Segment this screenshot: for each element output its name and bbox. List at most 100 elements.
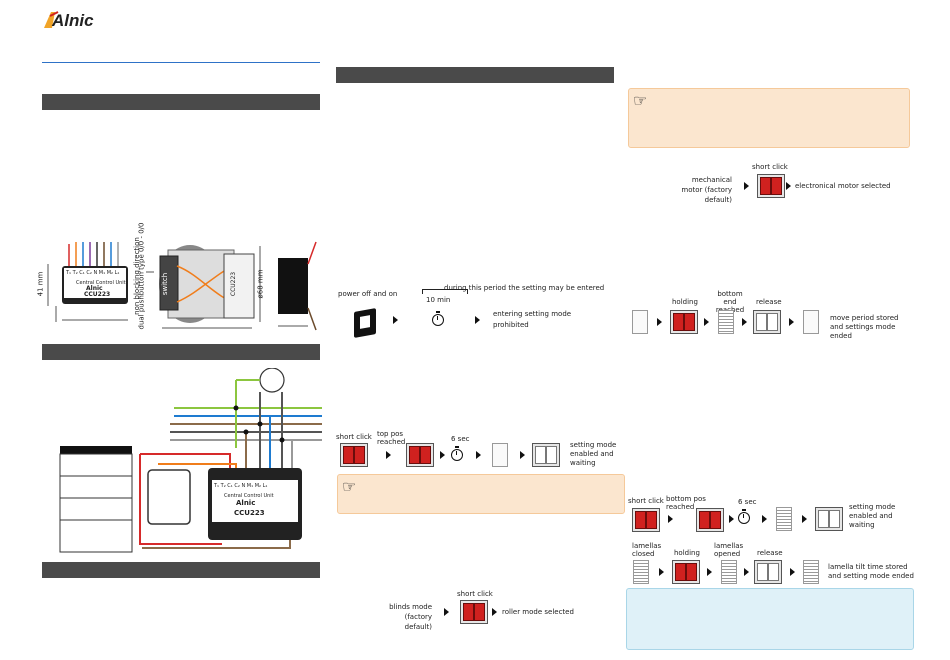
flow-arrow-icon <box>789 318 794 326</box>
flow-arrow-icon <box>386 451 391 459</box>
dimension-height: 41 mm <box>36 271 45 297</box>
entering-label: entering setting mode prohibited <box>493 310 572 329</box>
flow-arrow-icon <box>786 182 791 190</box>
blue-rule <box>42 62 320 63</box>
seq1-result: setting mode enabled and waiting <box>570 441 617 467</box>
dimension-diameter: ø68 mm <box>256 269 265 299</box>
seq2-six-sec: 6 sec <box>738 498 757 506</box>
blind-closed-icon <box>718 310 734 334</box>
flow-arrow-icon <box>657 318 662 326</box>
blind-moving-icon <box>492 443 508 467</box>
side-model-label: CCU223 <box>230 271 238 297</box>
wiring-marker: L <box>290 527 293 533</box>
device-terminals: T₁ T₂ C₁ C₂ N M₁ M₂ L₁ <box>66 270 120 276</box>
period-result: move period stored and settings mode end… <box>830 314 899 340</box>
flow-arrow-icon <box>742 318 747 326</box>
power-label: power off and on <box>338 290 398 298</box>
mid-header-bar <box>336 67 614 83</box>
pushbutton-hold-icon <box>672 560 700 584</box>
pushbutton-hold-icon <box>406 443 434 467</box>
pushbutton-idle-icon <box>532 443 560 467</box>
seq2-result: setting mode enabled and waiting <box>849 503 896 529</box>
pushbutton-hold-icon <box>670 310 698 334</box>
flow-arrow-icon <box>476 451 481 459</box>
tilt-holding: holding <box>674 549 700 557</box>
power-switch-icon <box>354 308 376 338</box>
blind-tilted-icon <box>721 560 737 584</box>
flow-arrow-icon <box>704 318 709 326</box>
blinds-right: roller mode selected <box>502 608 574 616</box>
flow-arrow-icon <box>659 568 664 576</box>
blind-closed-icon <box>633 560 649 584</box>
blinds-left: blinds mode (factory default) <box>389 603 432 631</box>
blind-stop-icon <box>803 310 819 334</box>
device-diagram-svg <box>47 241 317 331</box>
info-note-box <box>626 588 914 650</box>
flow-arrow-icon <box>729 515 734 523</box>
flow-arrow-icon <box>790 568 795 576</box>
pushbutton-icon <box>757 174 785 198</box>
flow-arrow-icon <box>475 316 480 324</box>
device-model: CCU223 <box>84 291 111 298</box>
mid-note-box: ☞ <box>337 474 625 514</box>
seq1-six-sec: 6 sec <box>451 435 470 443</box>
pushbutton-idle-icon <box>754 560 782 584</box>
section-header-bar <box>42 94 320 110</box>
device-logo: Alnic <box>86 285 103 292</box>
tilt-release: release <box>757 549 783 557</box>
flow-arrow-icon <box>762 515 767 523</box>
motor-short-click: short click <box>752 163 788 171</box>
brand-logo: Alnic <box>42 10 104 30</box>
flow-arrow-icon <box>802 515 807 523</box>
flow-arrow-icon <box>393 316 398 324</box>
flow-arrow-icon <box>744 182 749 190</box>
flow-arrow-icon <box>707 568 712 576</box>
section-header-bar-3 <box>42 562 320 578</box>
period-release: release <box>756 298 782 306</box>
motor-right: electronical motor selected <box>795 182 891 190</box>
period-label: during this period the setting may be en… <box>444 284 605 292</box>
device-title: Central Control Unit <box>76 280 126 286</box>
wiring-model: CCU223 <box>234 509 265 517</box>
pushbutton-icon <box>460 600 488 624</box>
logo-mark-icon <box>44 11 59 28</box>
wiring-logo: Alnic <box>236 499 256 507</box>
blinds-short-click: short click <box>457 590 493 598</box>
timer-icon <box>451 446 463 461</box>
section-header-bar-2 <box>42 344 320 360</box>
seq1-short-click: short click <box>336 433 372 441</box>
seq1-top-pos: top pos reached <box>377 430 406 446</box>
pushbutton-hold-icon <box>696 508 724 532</box>
tilt-closed: lamellas closed <box>632 542 662 558</box>
pushbutton-icon <box>340 443 368 467</box>
wiring-terminals: T₁ T₂ C₁ C₂ N M₁ M₂ L₁ <box>214 483 268 489</box>
device-dimension-diagram: T₁ T₂ C₁ C₂ N M₁ M₂ L₁ Central Control U… <box>36 223 322 336</box>
period-value: 10 min <box>426 296 451 304</box>
blind-moving-icon <box>776 507 792 531</box>
logo-text: Alnic <box>52 11 94 30</box>
period-holding: holding <box>672 298 698 306</box>
blind-stop-icon <box>803 560 819 584</box>
wiring-svg <box>59 367 322 553</box>
switch-label: switch <box>161 272 170 296</box>
seq2-bottom-pos: bottom pos reached <box>666 495 706 511</box>
hand-pointer-icon: ☞ <box>342 479 357 496</box>
timer-icon <box>738 509 750 524</box>
wiring-diagram: T₁ T₂ C₁ C₂ N M₁ M₂ L₁ Central Control U… <box>50 367 322 562</box>
pushbutton-icon <box>632 508 660 532</box>
seq2-short-click: short click <box>628 497 664 505</box>
flow-arrow-icon <box>520 451 525 459</box>
period-bracket <box>422 289 468 294</box>
wiring-title: Central Control Unit <box>224 493 274 499</box>
flow-arrow-icon <box>492 608 497 616</box>
pushbutton-idle-icon <box>753 310 781 334</box>
motor-left: mechanical motor (factory default) <box>681 176 732 204</box>
right-note-box: ☞ <box>628 88 910 148</box>
flow-arrow-icon <box>440 451 445 459</box>
blind-open-icon <box>632 310 648 334</box>
flow-arrow-icon <box>444 608 449 616</box>
pushbutton-idle-icon <box>815 507 843 531</box>
flow-arrow-icon <box>668 515 673 523</box>
pushbutton-label-2: non blocking direction <box>132 237 141 315</box>
hand-pointer-icon: ☞ <box>633 93 648 110</box>
